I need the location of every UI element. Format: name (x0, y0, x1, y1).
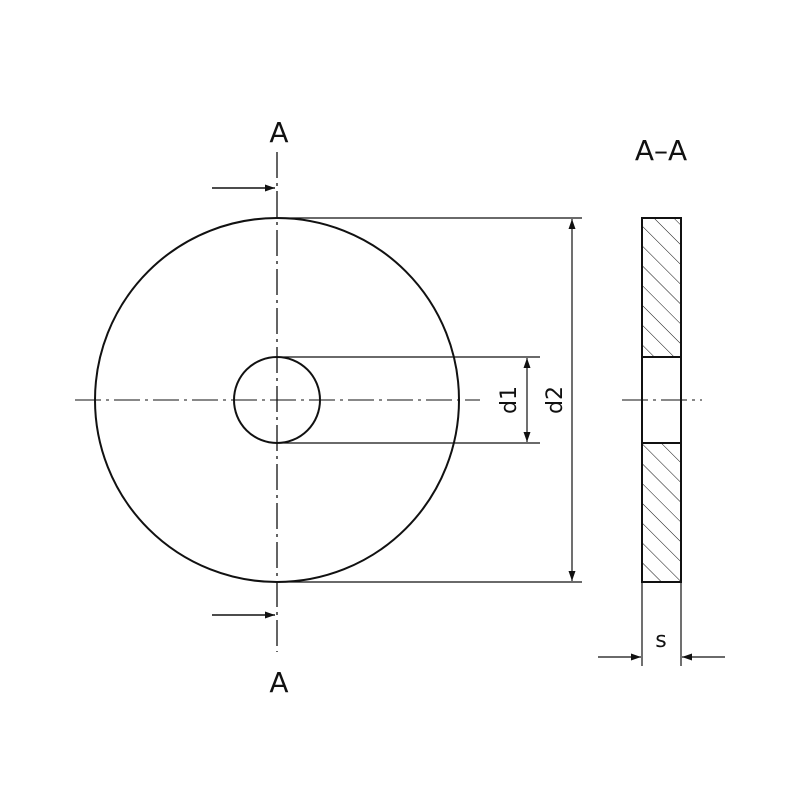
dimension-label-d2: d2 (543, 386, 568, 414)
dimension-label-d1: d1 (497, 386, 522, 414)
section-label-bottom: A (269, 666, 288, 699)
hatched-section-lower (641, 442, 682, 583)
dimension-s: s (598, 582, 725, 666)
front-view: A A (75, 116, 480, 699)
section-label-top: A (269, 116, 288, 149)
section-view: A–A (622, 134, 702, 583)
section-view-title: A–A (635, 134, 687, 167)
dimension-label-s: s (655, 628, 666, 653)
hatched-section-upper (641, 217, 682, 358)
dimension-d2: d2 (279, 217, 582, 583)
dimension-d1: d1 (279, 356, 540, 444)
